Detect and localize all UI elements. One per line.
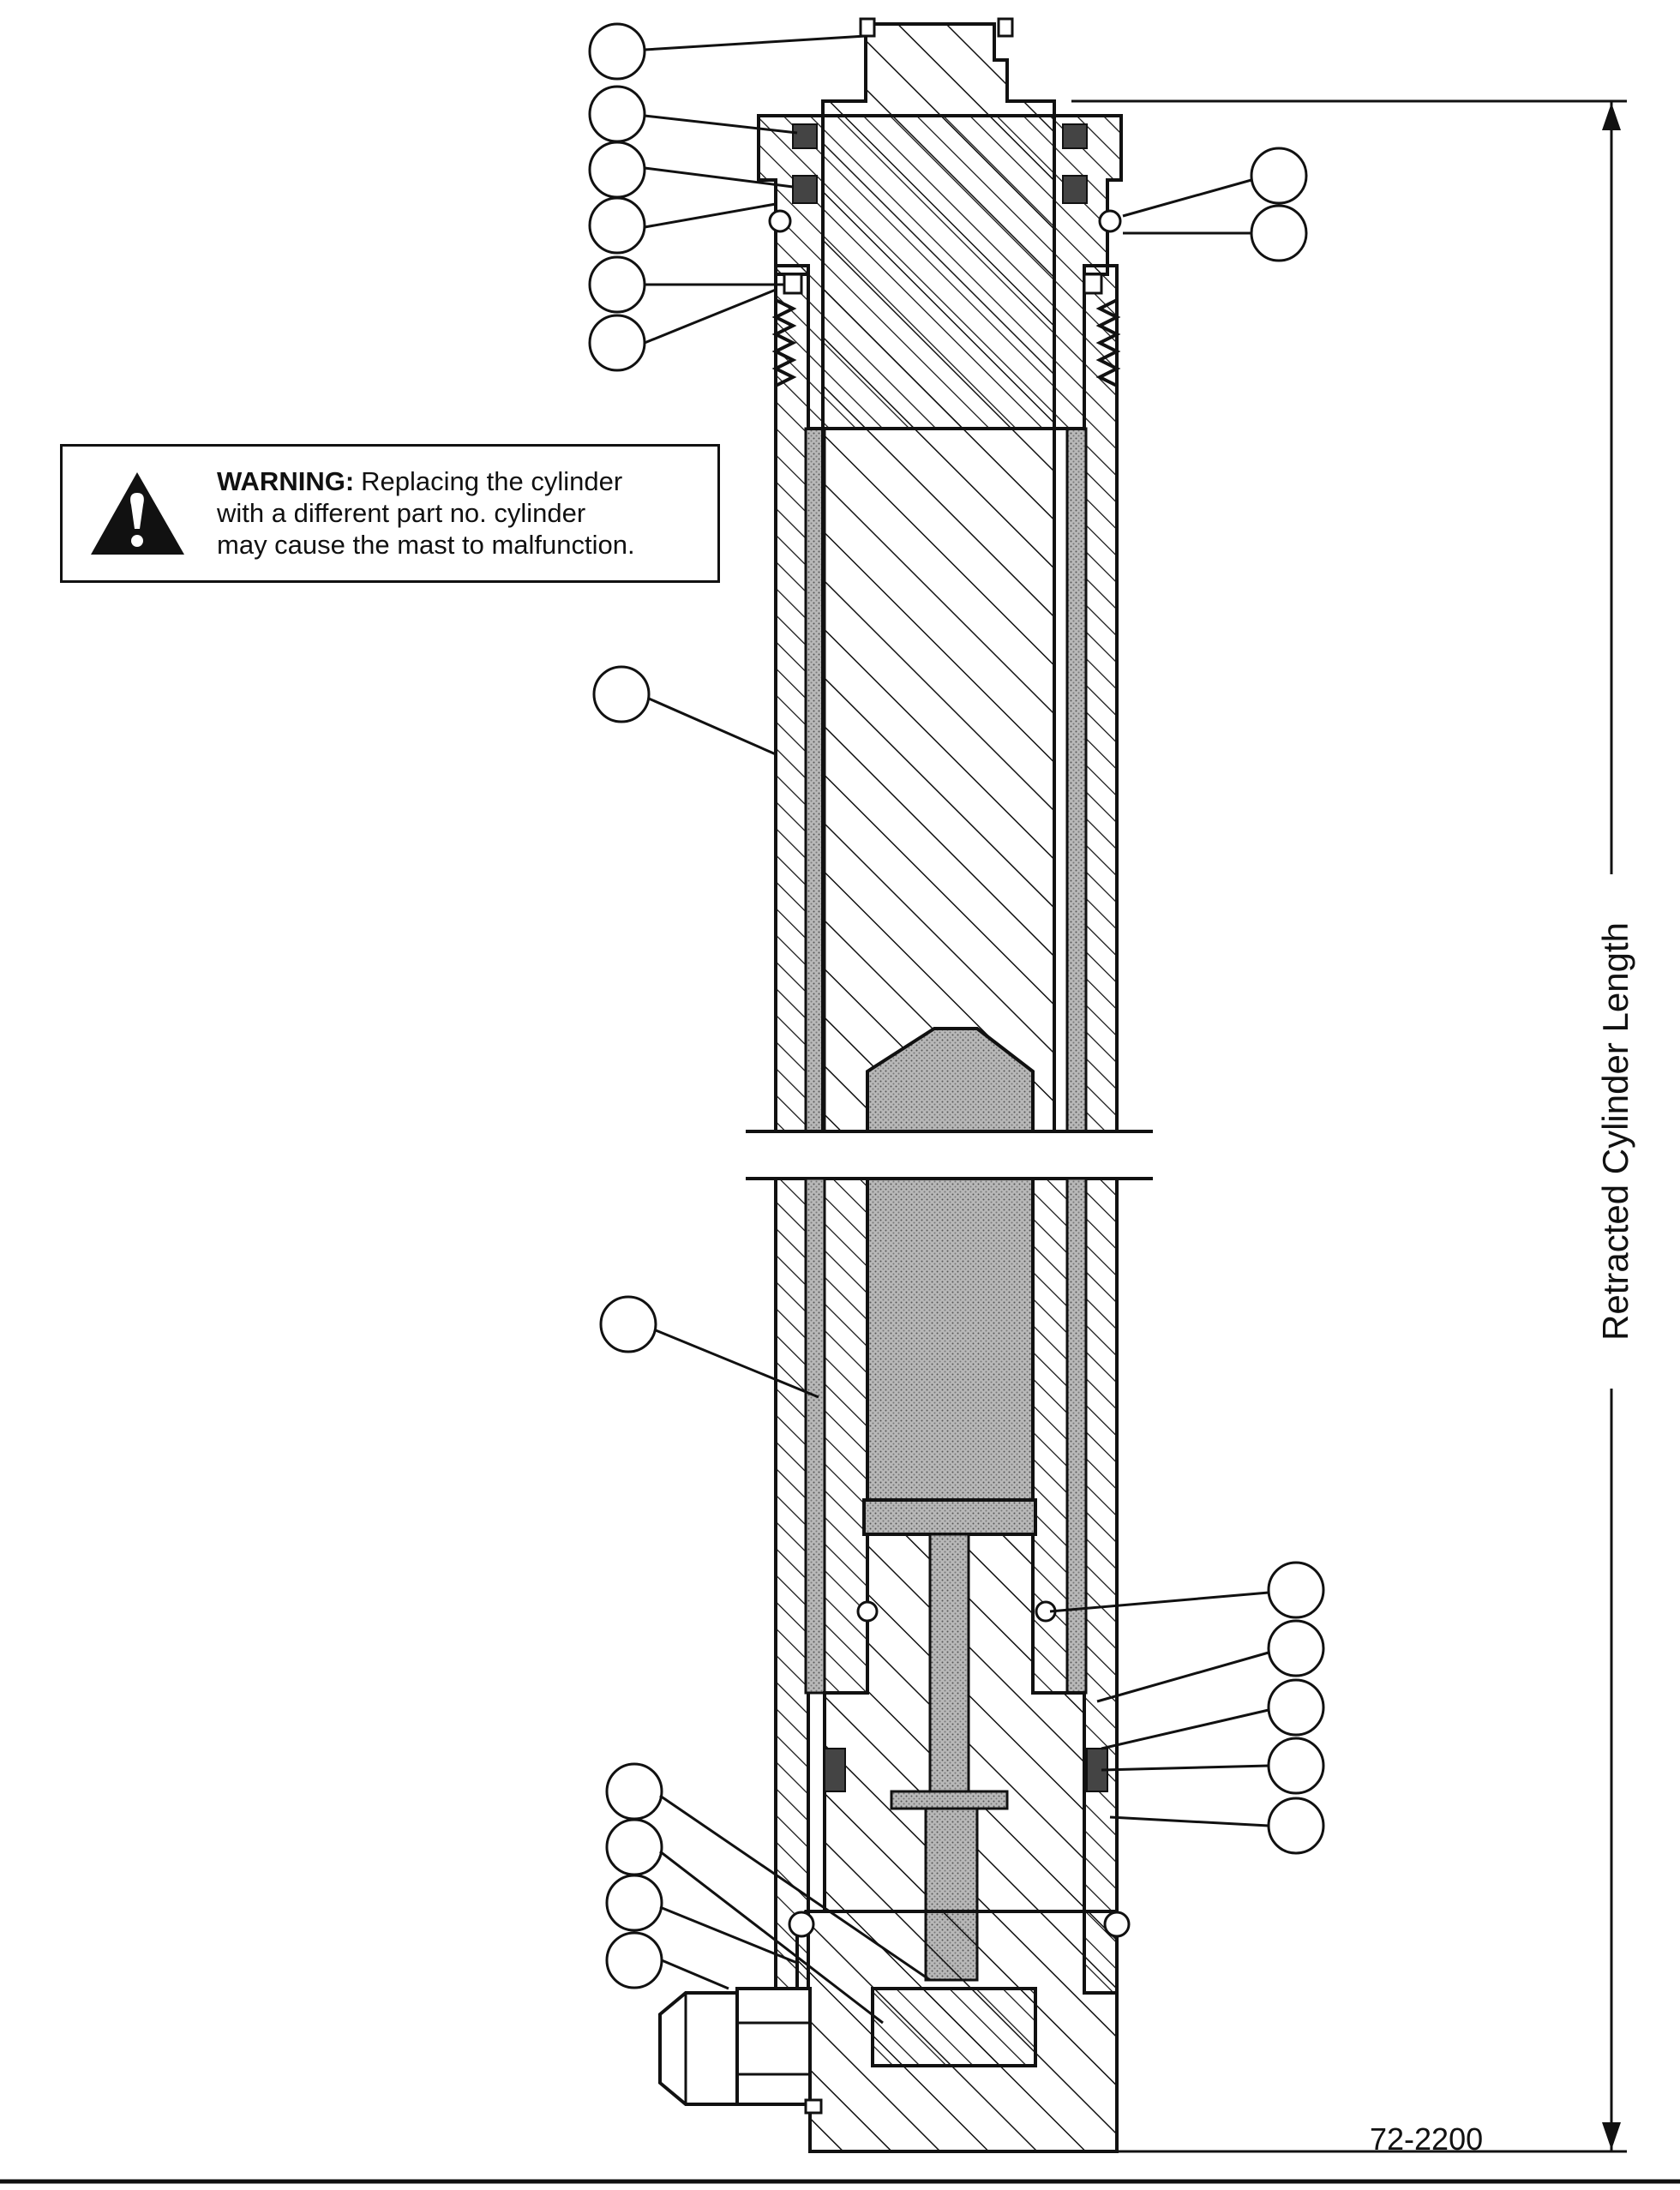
callout-circle[interactable] <box>605 1874 663 1932</box>
valve-stem <box>928 1533 970 1793</box>
lower-section <box>658 1177 1131 2153</box>
callout-circle[interactable] <box>605 1931 663 1989</box>
callout-circle[interactable] <box>588 22 646 81</box>
rod-seal-right <box>1062 123 1088 149</box>
outer-tube-right-wall <box>1083 264 1119 1133</box>
callout-circle[interactable] <box>1250 147 1308 205</box>
warning-lead: WARNING: <box>217 466 355 496</box>
barrel-left-wall <box>774 1177 810 1995</box>
warning-line-2: with a different part no. cylinder <box>217 498 586 528</box>
right-callouts <box>1049 147 1325 1855</box>
callout-circle[interactable] <box>1267 1737 1325 1795</box>
left-callouts <box>588 22 931 2025</box>
warning-line-3: may cause the mast to malfunction. <box>217 530 635 560</box>
callout-circle[interactable] <box>1267 1678 1325 1737</box>
rod-seal-left <box>792 123 818 149</box>
warning-triangle-icon <box>91 472 184 555</box>
callout-circle[interactable] <box>588 141 646 199</box>
callout-circle[interactable] <box>588 196 646 255</box>
warning-line-1: Replacing the cylinder <box>361 466 623 496</box>
callout-circle[interactable] <box>1267 1561 1325 1619</box>
hydraulic-fitting <box>735 1987 812 2106</box>
callout-circle[interactable] <box>588 314 646 372</box>
callout-circle[interactable] <box>599 1295 657 1353</box>
upper-section <box>757 17 1123 1133</box>
callout-circle[interactable] <box>1250 204 1308 262</box>
outer-tube-left-wall <box>774 264 810 1133</box>
warning-text: WARNING:Replacing the cylinder with a di… <box>217 465 714 561</box>
retracted-length-label: Retracted Cylinder Length <box>1590 874 1641 1389</box>
piston-rod <box>821 22 1056 1133</box>
drawing-number: 72-2200 <box>1370 2121 1484 2157</box>
callout-circle[interactable] <box>588 255 646 314</box>
callout-circle[interactable] <box>605 1762 663 1821</box>
warning-box: WARNING:Replacing the cylinder with a di… <box>60 444 720 583</box>
callout-circle[interactable] <box>588 85 646 143</box>
check-valve <box>871 1987 1037 2067</box>
barrel-right-wall <box>1083 1177 1119 1995</box>
callout-circle[interactable] <box>592 665 651 723</box>
plunger-body <box>866 1177 1035 1502</box>
inner-sleeve-right <box>1065 427 1088 1133</box>
callout-circle[interactable] <box>1267 1619 1325 1677</box>
callout-circle[interactable] <box>605 1818 663 1876</box>
dimension-line <box>1071 99 1627 2153</box>
callout-circle[interactable] <box>1267 1797 1325 1855</box>
